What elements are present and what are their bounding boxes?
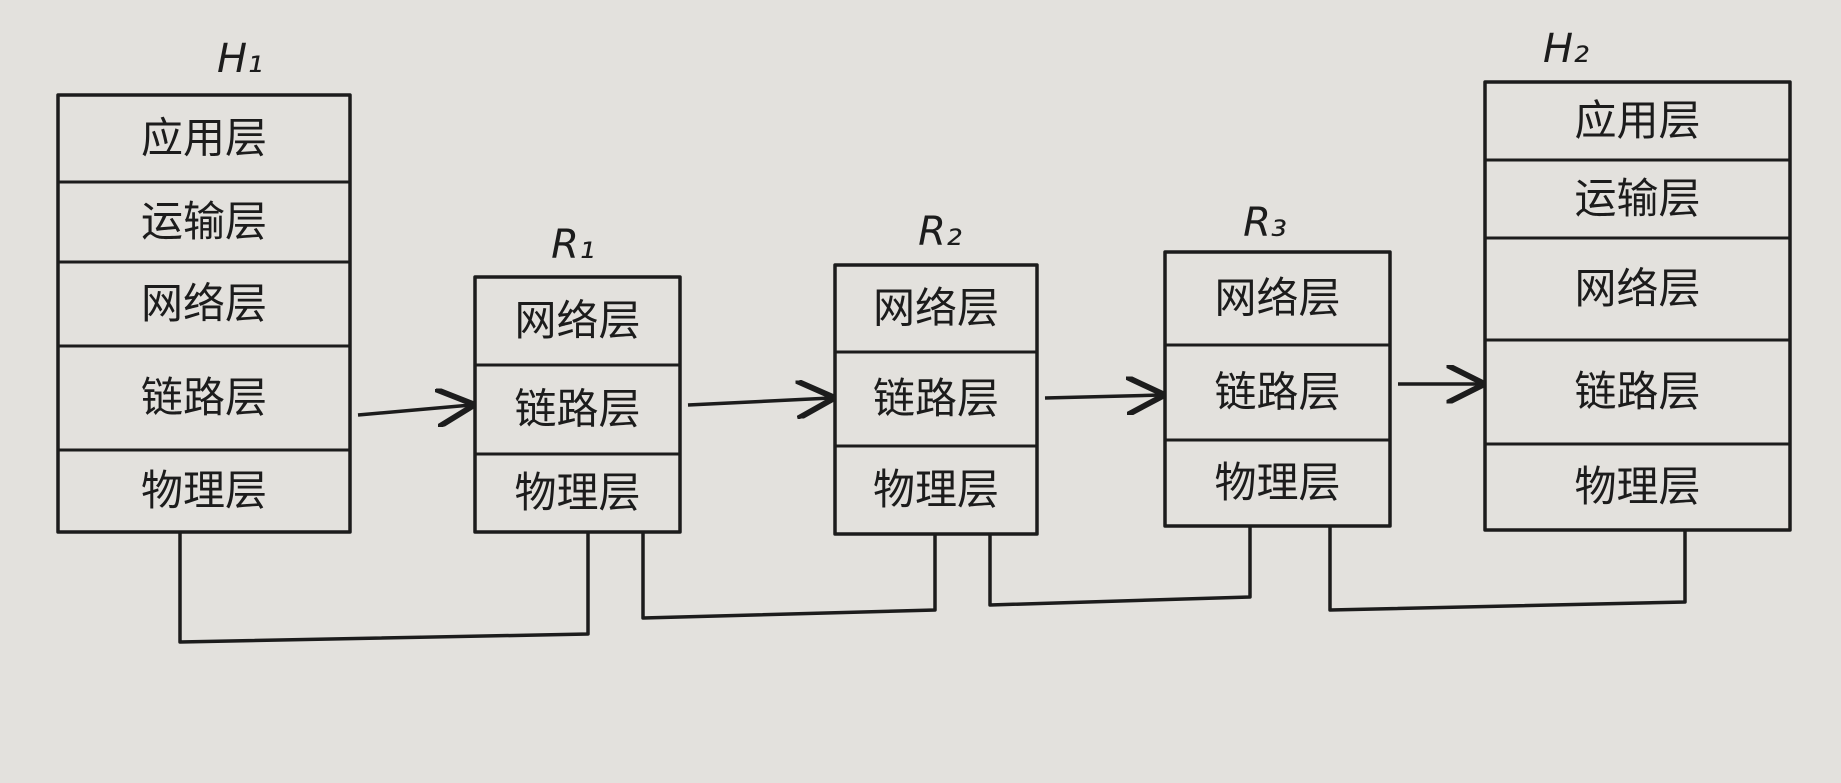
layer-label-h1-4: 物理层	[141, 466, 267, 515]
layer-label-h2-1: 运输层	[1574, 174, 1700, 223]
arrow-r2-r3	[1044, 395, 1161, 398]
layer-label-h2-2: 网络层	[1574, 264, 1700, 313]
stack-box-h1	[56, 93, 352, 534]
layer-label-r2-1: 链路层	[873, 374, 999, 423]
layer-label-r1-1: 链路层	[514, 385, 640, 434]
arrow-r1-r2	[687, 398, 831, 405]
physical-link-r3-h2	[1328, 526, 1687, 612]
layer-label-h2-4: 物理层	[1574, 462, 1700, 511]
link-layer-arrows	[357, 384, 1481, 415]
arrow-h1-r1	[357, 405, 471, 415]
node-label-r1: R₁	[551, 222, 595, 268]
stack-box-h2	[1483, 80, 1792, 532]
stack-box-r1	[473, 275, 682, 534]
stack-box-r3	[1163, 250, 1392, 528]
layer-label-r2-2: 物理层	[873, 465, 999, 514]
layer-label-h1-3: 链路层	[141, 373, 267, 422]
node-label-h1: H₁	[217, 36, 263, 82]
layer-label-r2-0: 网络层	[873, 284, 999, 333]
layer-label-h1-2: 网络层	[141, 279, 267, 328]
node-label-r3: R₃	[1243, 200, 1287, 246]
layer-label-r1-0: 网络层	[514, 296, 640, 345]
physical-link-r2-r3	[988, 526, 1252, 607]
node-label-h2: H₂	[1543, 26, 1589, 72]
layer-label-r3-0: 网络层	[1214, 274, 1340, 323]
physical-link-r1-r2	[641, 532, 937, 620]
layer-label-r3-2: 物理层	[1214, 458, 1340, 507]
physical-link-h1-r1	[178, 532, 590, 644]
physical-links	[178, 526, 1687, 644]
layer-label-h1-0: 应用层	[141, 114, 267, 163]
layer-label-r1-2: 物理层	[514, 468, 640, 517]
node-label-r2: R₂	[918, 209, 962, 255]
stack-box-r2	[833, 263, 1039, 536]
layer-label-r3-1: 链路层	[1214, 368, 1340, 417]
layer-label-h2-0: 应用层	[1574, 96, 1700, 145]
layer-label-h1-1: 运输层	[141, 197, 267, 246]
protocol-stacks: H₁应用层运输层网络层链路层物理层R₁网络层链路层物理层R₂网络层链路层物理层R…	[56, 26, 1792, 536]
layer-label-h2-3: 链路层	[1574, 367, 1700, 416]
